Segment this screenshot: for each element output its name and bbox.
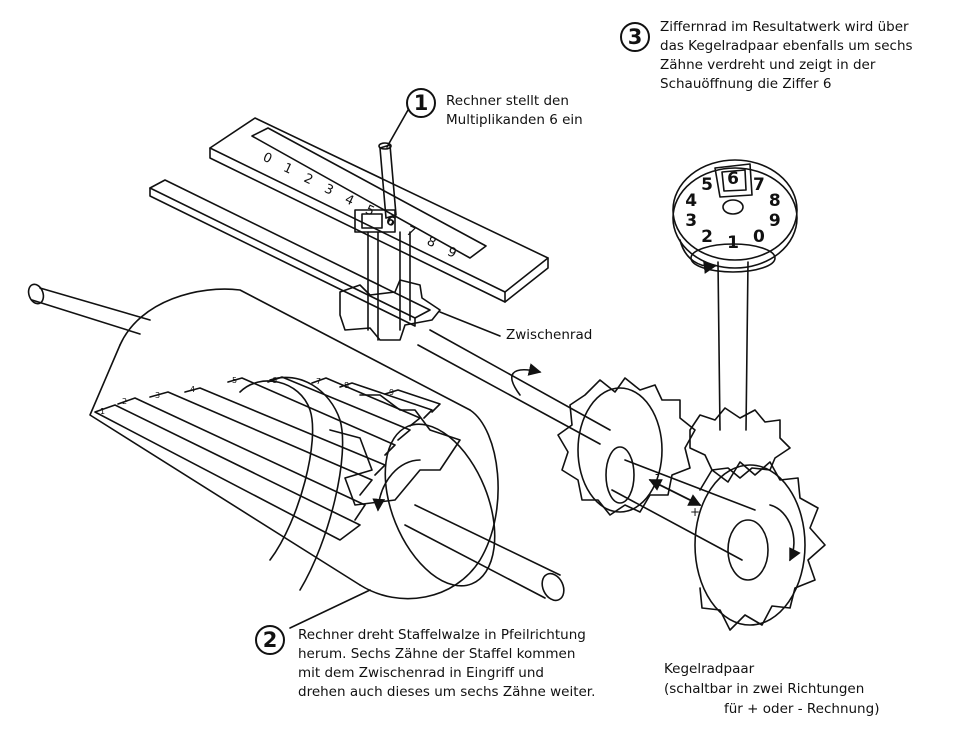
rib-number: 7 — [316, 377, 321, 386]
rib-number: 1 — [100, 407, 105, 416]
minus-sign: - — [655, 467, 659, 481]
wheel-digit: 2 — [701, 227, 713, 247]
scale-digit: 0 — [260, 150, 274, 167]
intermediate-gear — [339, 231, 441, 341]
wheel-digit: 8 — [769, 191, 781, 211]
callout-1-line: Multiplikanden 6 ein — [446, 112, 583, 128]
rib-number: 8 — [344, 381, 349, 390]
callout-2-line: herum. Sechs Zähne der Staffel kommen — [298, 646, 576, 662]
wheel-digit: 4 — [685, 191, 697, 211]
rib-number: 6 — [272, 376, 277, 385]
callout-1-line: Rechner stellt den — [446, 93, 569, 109]
leader-line-2 — [289, 589, 371, 629]
shaft-rotation-arrow — [511, 363, 542, 396]
drum-ribs — [94, 376, 441, 541]
callout-3-line: Zähne verdreht und zeigt in der — [660, 57, 876, 73]
callout-number-1: 1 — [406, 88, 436, 118]
callout-2-line: Rechner dreht Staffelwalze in Pfeilricht… — [298, 627, 586, 643]
kegelradpaar-label: Kegelradpaar — [664, 661, 755, 677]
scale-digit: 2 — [301, 171, 315, 188]
rib-number: 5 — [232, 376, 237, 385]
main-shaft — [27, 283, 611, 445]
scale-digit: 3 — [322, 182, 336, 199]
setting-slide-bar — [149, 179, 431, 327]
rib-number: 3 — [155, 391, 160, 400]
callout-1: Rechner stellt den Multiplikanden 6 ein — [446, 92, 583, 130]
callout-number-3: 3 — [620, 22, 650, 52]
drum-rib-numbers: 1 2 3 4 5 6 7 8 9 — [100, 376, 394, 416]
wheel-digit: 5 — [701, 175, 713, 195]
callout-3: Ziffernrad im Resultatwerk wird über das… — [660, 18, 913, 94]
setting-scale-plate — [209, 117, 549, 303]
result-shaft — [690, 243, 776, 431]
kegelradpaar-label-detail: für + oder - Rechnung) — [724, 701, 880, 717]
scale-digit: 9 — [445, 245, 459, 262]
callout-2-line: drehen auch dieses um sechs Zähne weiter… — [298, 684, 596, 700]
window-digit: 6 — [727, 169, 739, 189]
callout-2: Rechner dreht Staffelwalze in Pfeilricht… — [298, 626, 595, 702]
callout-number-2: 2 — [255, 625, 285, 655]
display-window — [714, 163, 753, 198]
callout-2-line: mit dem Zwischenrad in Eingriff und — [298, 665, 544, 681]
wheel-digit: 9 — [769, 211, 781, 231]
rib-number: 4 — [190, 385, 195, 394]
zwischenrad-label: Zwischenrad — [506, 327, 593, 343]
digit-wheel — [672, 159, 798, 269]
rib-number: 2 — [122, 397, 127, 406]
leader-line-zwischenrad — [439, 311, 501, 337]
wheel-digit: 7 — [753, 175, 765, 195]
rib-number: 9 — [389, 388, 394, 397]
scale-digit: 8 — [424, 234, 438, 251]
scale-digit: 7 — [404, 224, 418, 241]
scale-digit: 4 — [342, 192, 356, 209]
leader-line-1 — [386, 109, 409, 148]
scale-digit: 5 — [363, 203, 377, 220]
bevel-gear-shaft-sleeve — [605, 446, 756, 561]
wheel-digit: 3 — [685, 211, 697, 231]
callout-3-line: Ziffernrad im Resultatwerk wird über — [660, 19, 909, 35]
wheel-digit: 0 — [753, 227, 765, 247]
wheel-digit: 1 — [727, 233, 739, 253]
callout-3-line: das Kegelradpaar ebenfalls um sechs — [660, 38, 913, 54]
bevel-gear-large — [557, 377, 696, 516]
scale-digit: 1 — [281, 161, 295, 178]
small-gear-rotation-arrow — [769, 504, 801, 562]
kegelradpaar-label-detail: (schaltbar in zwei Richtungen — [664, 681, 865, 697]
stepped-drum — [89, 288, 565, 602]
crown-gear — [689, 407, 791, 479]
plus-sign: + — [690, 505, 700, 519]
callout-3-line: Schauöffnung die Ziffer 6 — [660, 76, 832, 92]
